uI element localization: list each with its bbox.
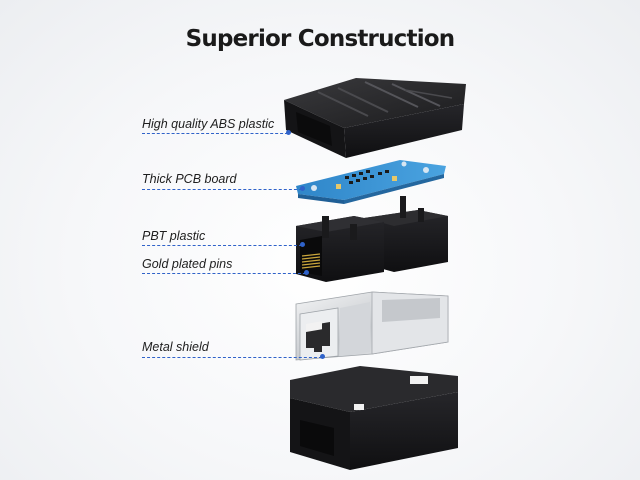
label-pbt-plastic: PBT plastic [142, 229, 206, 243]
leader-dot-pbt [300, 242, 305, 247]
page-title: Superior Construction [185, 26, 456, 52]
leader-dot-abs [286, 130, 291, 135]
leader-dot-metal-shield [320, 354, 325, 359]
label-pcb-board: Thick PCB board [142, 172, 237, 186]
leader-line-gold-pins [142, 273, 306, 274]
bottom-housing [290, 321, 458, 470]
label-abs-plastic: High quality ABS plastic [142, 117, 275, 131]
leader-dot-gold-pins [304, 270, 309, 275]
label-gold-pins: Gold plated pins [142, 257, 233, 271]
leader-line-abs [142, 133, 288, 134]
leader-line-pcb [142, 189, 302, 190]
leader-line-pbt [142, 245, 302, 246]
label-metal-shield: Metal shield [142, 340, 209, 354]
leader-line-metal-shield [142, 357, 322, 358]
abs-top-cover [284, 78, 466, 158]
pbt-jack-back [364, 196, 448, 272]
metal-shield [295, 291, 449, 361]
pcb-board [296, 160, 446, 204]
pbt-jack-front [296, 216, 384, 282]
leader-dot-pcb [300, 186, 305, 191]
